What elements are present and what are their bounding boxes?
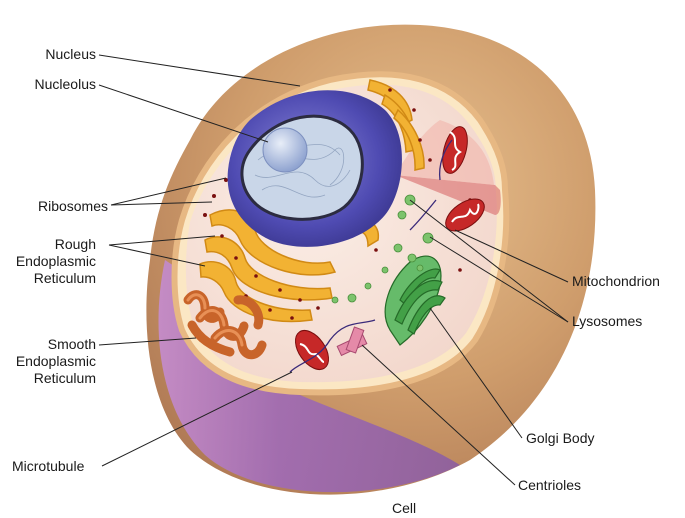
label-smooth-er-line-1: Smooth xyxy=(47,336,96,352)
label-cell: Cell xyxy=(392,500,416,517)
smooth-er-highlight xyxy=(186,293,244,347)
label-nucleolus-text: Nucleolus xyxy=(34,76,96,92)
leader-lysosomes-b xyxy=(409,199,569,323)
mitochondrion-shapes xyxy=(294,126,485,371)
label-smooth-er: Smooth Endoplasmic Reticulum xyxy=(10,336,96,387)
nucleolus-shape xyxy=(262,127,308,173)
leader-smooth xyxy=(98,337,197,346)
leader-mitochondrion xyxy=(454,229,569,283)
label-ribosomes-text: Ribosomes xyxy=(37,198,108,214)
label-mitochondrion: Mitochondrion xyxy=(572,273,660,290)
ribosome-dots xyxy=(203,88,472,320)
label-ribosomes: Ribosomes xyxy=(14,198,108,215)
label-golgi-body-text: Golgi Body xyxy=(526,430,595,446)
label-centrioles: Centrioles xyxy=(518,477,581,494)
label-golgi-body: Golgi Body xyxy=(526,430,594,447)
label-nucleus: Nucleus xyxy=(38,46,96,63)
label-rough-er: Rough Endoplasmic Reticulum xyxy=(14,236,96,287)
label-smooth-er-line-3: Reticulum xyxy=(33,370,96,386)
microtubule-shapes xyxy=(289,139,453,373)
label-lysosomes: Lysosomes xyxy=(572,313,642,330)
label-mitochondrion-text: Mitochondrion xyxy=(572,273,660,289)
leader-golgi xyxy=(429,307,523,439)
leader-rough-a xyxy=(108,235,216,246)
cell-outer-shadow xyxy=(158,260,460,493)
leader-nucleolus xyxy=(98,84,269,143)
leader-microtubule xyxy=(101,371,293,467)
leader-lysosomes-a xyxy=(429,236,569,323)
label-centrioles-text: Centrioles xyxy=(518,477,582,493)
lysosome-shapes xyxy=(331,194,434,304)
label-rough-er-line-3: Reticulum xyxy=(33,270,96,286)
label-smooth-er-line-2: Endoplasmic xyxy=(15,353,96,369)
golgi-shapes xyxy=(384,255,446,346)
label-nucleolus: Nucleolus xyxy=(24,76,96,93)
leader-nucleus xyxy=(98,54,301,87)
label-rough-er-line-2: Endoplasmic xyxy=(15,253,96,269)
leader-rough-b xyxy=(108,244,206,267)
label-nucleus-text: Nucleus xyxy=(45,46,96,62)
centriole-shapes xyxy=(336,326,368,357)
label-rough-er-line-1: Rough xyxy=(54,236,96,252)
label-lysosomes-text: Lysosomes xyxy=(572,313,643,329)
leader-ribosomes-a xyxy=(110,177,227,206)
label-cell-text: Cell xyxy=(392,500,417,516)
leader-lines xyxy=(98,54,569,486)
leader-ribosomes-b xyxy=(110,201,213,206)
label-microtubule-text: Microtubule xyxy=(12,458,85,474)
label-microtubule: Microtubule xyxy=(12,458,84,475)
leader-centrioles xyxy=(361,344,516,486)
